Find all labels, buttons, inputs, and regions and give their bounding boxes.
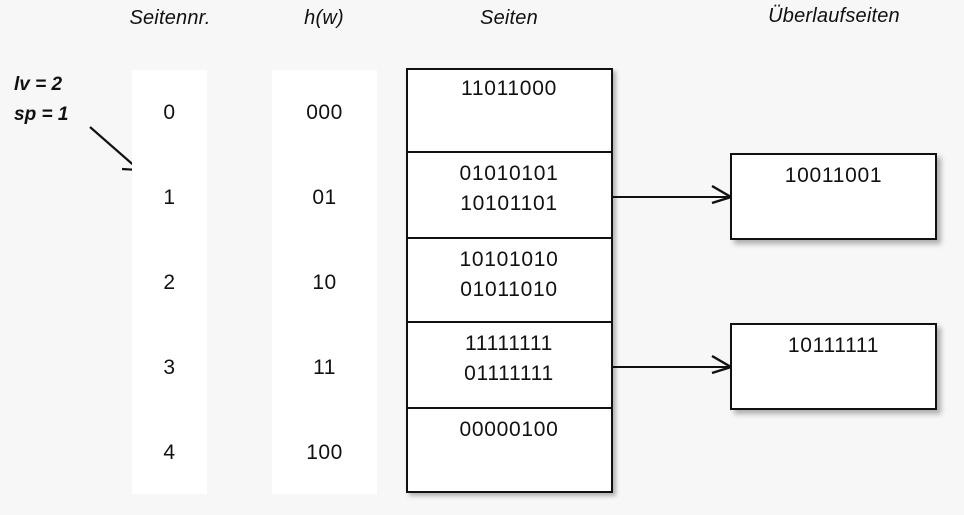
seiten-entry: 00000100 — [459, 417, 559, 441]
seiten-cell: 11011000 — [405, 68, 613, 153]
hw-cell: 100 — [306, 440, 343, 464]
seiten-entry: 10101101 — [460, 191, 558, 215]
hw-cell: 11 — [313, 355, 336, 379]
seitennr-cell: 2 — [163, 270, 176, 294]
seiten-cell: 11111111 01111111 — [405, 323, 613, 409]
seiten-cell: 01010101 10101101 — [405, 153, 613, 239]
overflow-entry: 10111111 — [787, 334, 880, 357]
column-strip-hw: 000 01 10 11 100 — [272, 70, 377, 494]
seiten-entry: 11011000 — [461, 76, 557, 100]
parameter-sp: sp = 1 — [14, 104, 69, 125]
parameter-annotation: lv = 2 sp = 1 — [14, 70, 68, 130]
overflow-page-box: 10011001 — [730, 153, 937, 240]
right-arrow-icon — [611, 185, 734, 205]
column-header-ueberlaufseiten: Überlaufseiten — [768, 5, 900, 27]
right-arrow-icon — [611, 355, 734, 375]
seitennr-cell: 1 — [163, 185, 176, 209]
seiten-entry: 11111111 — [464, 331, 554, 355]
hw-cell: 01 — [312, 185, 337, 209]
seiten-entry: 01111111 — [464, 361, 554, 385]
column-header-hw: h(w) — [304, 7, 344, 29]
seiten-cell: 10101010 01011010 — [405, 239, 613, 323]
column-header-seitennr: Seitennr. — [129, 7, 211, 29]
seiten-entry: 01011010 — [460, 277, 558, 301]
seiten-entry: 10101010 — [459, 247, 559, 271]
overflow-entry: 10011001 — [784, 164, 883, 187]
seitennr-cell: 0 — [163, 100, 176, 124]
column-header-seiten: Seiten — [480, 7, 538, 29]
seitennr-cell: 4 — [163, 440, 176, 464]
seiten-box: 11011000 01010101 10101101 10101010 0101… — [405, 68, 613, 495]
column-strip-seitennr: 0 1 2 3 4 — [132, 70, 207, 494]
hw-cell: 000 — [306, 100, 343, 124]
seiten-entry: 01010101 — [459, 161, 559, 185]
hw-cell: 10 — [312, 270, 337, 294]
parameter-lv: lv = 2 — [14, 74, 63, 95]
seiten-cell: 00000100 — [406, 409, 613, 495]
seitennr-cell: 3 — [163, 355, 176, 379]
overflow-page-box: 10111111 — [730, 323, 937, 410]
